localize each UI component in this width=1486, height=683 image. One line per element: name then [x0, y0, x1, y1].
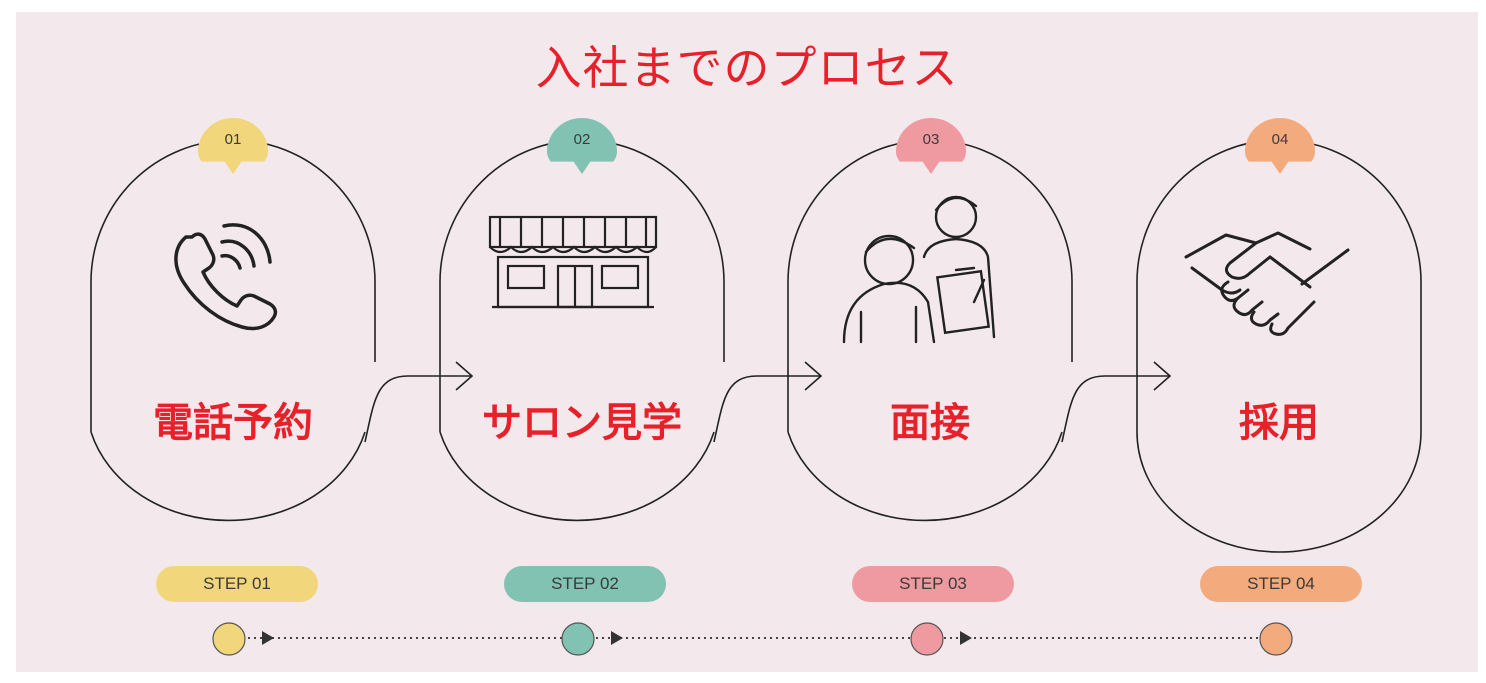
storefront-icon	[488, 215, 658, 309]
step-badge-1-label: 01	[224, 131, 242, 148]
step-capsule-2	[439, 139, 725, 432]
step-title-3: 面接	[890, 400, 970, 446]
step-capsule-2-bottom	[439, 431, 715, 522]
step-capsule-3	[787, 139, 1073, 432]
timeline-dot-2	[561, 622, 595, 656]
page-title: 入社までのプロセス	[535, 41, 959, 95]
connector-arrow-3	[1061, 375, 1169, 443]
diagram-canvas	[90, 139, 1422, 656]
step-badge-4-label: 04	[1271, 131, 1289, 148]
step-title-1: 電話予約	[153, 400, 313, 446]
step-badge-2-label: 02	[573, 131, 591, 148]
timeline-arrowhead-3	[960, 631, 972, 645]
step-pill-3: STEP 03	[852, 566, 1014, 602]
timeline-arrowhead-2	[611, 631, 623, 645]
step-capsule-1	[90, 139, 376, 432]
step-title-2: サロン見学	[482, 400, 682, 446]
process-diagram: 入社までのプロセス	[16, 12, 1478, 672]
timeline-arrowhead-1	[262, 631, 274, 645]
step-capsule-3-bottom	[787, 431, 1063, 522]
step-capsule-1-bottom	[90, 431, 366, 522]
step-badge-3-label: 03	[922, 131, 940, 148]
phone-icon	[174, 223, 278, 331]
connector-arrow-1	[364, 375, 471, 443]
step-pill-2: STEP 02	[504, 566, 666, 602]
step-pill-4: STEP 04	[1200, 566, 1362, 602]
timeline-dot-1	[212, 622, 246, 656]
timeline	[212, 622, 1293, 656]
timeline-dot-4	[1259, 622, 1293, 656]
connector-arrow-2	[713, 375, 820, 443]
step-title-4: 採用	[1239, 400, 1319, 446]
step-pill-1: STEP 01	[156, 566, 318, 602]
handshake-icon	[1184, 231, 1350, 336]
timeline-dot-3	[910, 622, 944, 656]
interview-icon	[842, 195, 996, 344]
step-capsule-4-bottom	[1136, 431, 1422, 553]
step-capsule-4	[1136, 139, 1422, 432]
